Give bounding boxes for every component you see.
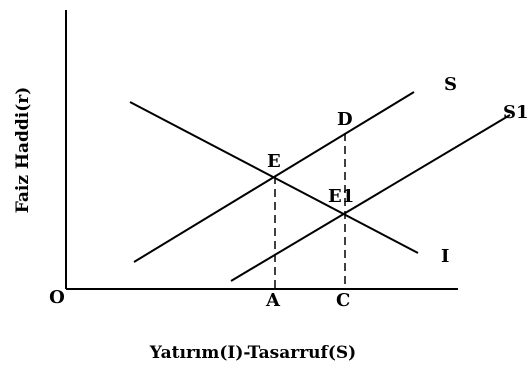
saving-curve	[133, 91, 415, 263]
saving-shifted-curve-label: S1	[503, 102, 528, 123]
x-axis-label: Yatırım(I)-Tasarruf(S)	[149, 343, 356, 363]
point-c-label: C	[336, 290, 350, 311]
saving-curve-label: S	[444, 74, 457, 95]
saving-shifted-curve	[230, 114, 511, 282]
point-e1-label: E1	[328, 186, 354, 207]
point-e-label: E	[267, 151, 281, 172]
point-d-label: D	[337, 109, 353, 130]
point-a-label: A	[265, 290, 281, 311]
origin-label: O	[49, 287, 65, 308]
y-axis-label: Faiz Haddi(r)	[13, 87, 33, 214]
investment-curve-label: I	[441, 246, 449, 267]
